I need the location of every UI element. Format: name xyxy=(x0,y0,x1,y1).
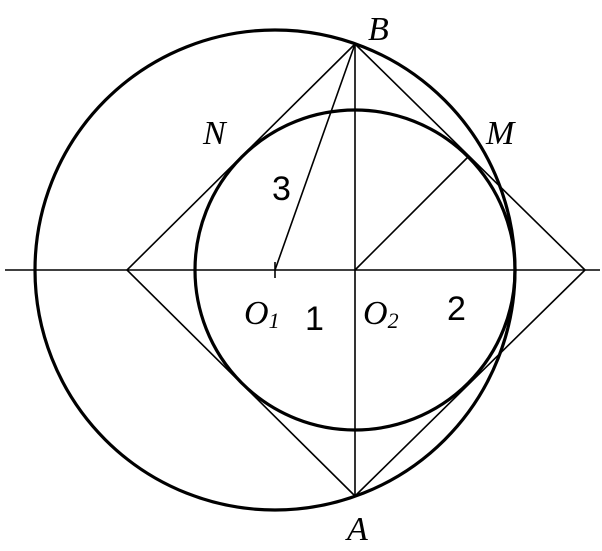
label-b: B xyxy=(368,11,389,48)
tangent-b-right xyxy=(354,43,586,271)
tangent-b-left xyxy=(126,43,356,271)
label-radius-3: 3 xyxy=(272,170,291,208)
label-o2: O2 xyxy=(363,295,399,333)
label-segment-2: 2 xyxy=(447,290,466,328)
label-a: A xyxy=(345,511,368,548)
tangent-a-left xyxy=(126,269,356,497)
label-m: M xyxy=(485,115,516,152)
radius-o2-m xyxy=(354,156,469,271)
label-n: N xyxy=(202,115,228,152)
label-o1: O1 xyxy=(244,295,280,333)
tangent-a-right xyxy=(354,269,586,497)
radius-o1-b xyxy=(274,43,356,271)
label-segment-1: 1 xyxy=(305,300,324,338)
